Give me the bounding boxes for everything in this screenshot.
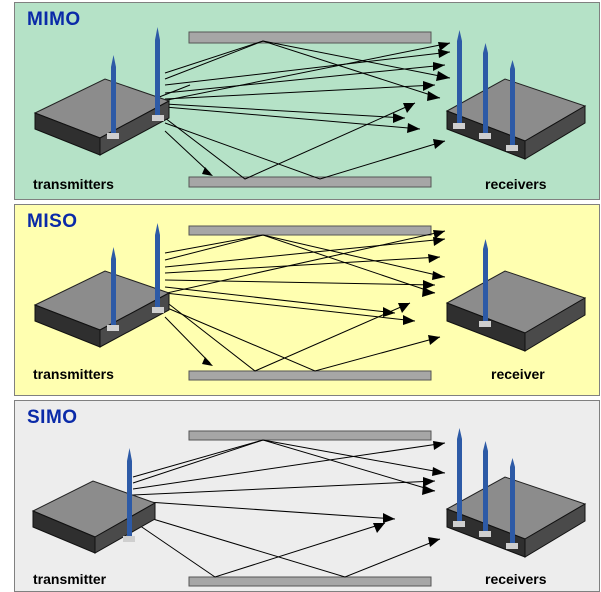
transmitter-device xyxy=(33,27,171,156)
bottom-reflector-bar xyxy=(188,176,432,188)
signal-paths xyxy=(132,439,446,578)
panel-title: MIMO xyxy=(27,9,81,30)
mimo-diagram-graphic xyxy=(15,3,599,199)
receiver-label: receivers xyxy=(485,571,547,587)
transmitter-label: transmitter xyxy=(33,571,107,587)
signal-paths xyxy=(112,40,451,180)
simo-diagram-graphic xyxy=(15,401,599,591)
top-reflector-bar xyxy=(188,31,432,44)
miso-diagram-graphic xyxy=(15,205,599,395)
receiver-device xyxy=(445,239,587,352)
panel-title: MISO xyxy=(27,211,78,232)
transmitter-label: transmitters xyxy=(33,366,114,382)
bottom-reflector-bar xyxy=(188,370,432,381)
receiver-device xyxy=(445,428,587,558)
miso-panel: MISO transmitters receiver xyxy=(14,204,600,396)
receiver-label: receiver xyxy=(491,366,545,382)
simo-panel: SIMO transmitter receivers xyxy=(14,400,600,592)
arrowheads xyxy=(373,441,445,547)
transmitter-device xyxy=(33,223,171,348)
mimo-panel: MIMO transmitters receivers xyxy=(14,2,600,200)
bottom-reflector-bar xyxy=(188,576,432,587)
arrowheads xyxy=(202,42,450,176)
transmitter-device xyxy=(31,448,157,554)
receiver-label: receivers xyxy=(485,176,547,192)
top-reflector-bar xyxy=(188,430,432,441)
signal-paths xyxy=(112,230,446,372)
top-reflector-bar xyxy=(188,225,432,236)
arrowheads xyxy=(202,230,445,366)
receiver-device xyxy=(445,30,587,160)
transmitter-label: transmitters xyxy=(33,176,114,192)
panel-title: SIMO xyxy=(27,407,78,428)
